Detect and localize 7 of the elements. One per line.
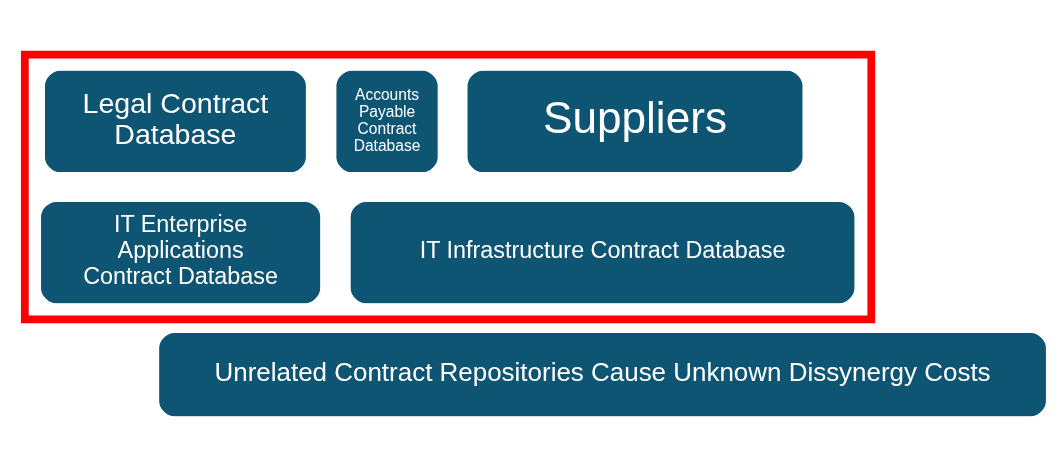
node-box: Legal Contract Database [43,69,308,173]
node-box: IT Infrastructure Contract Database [349,200,856,304]
node-box: Accounts Payable Contract Database [335,69,439,173]
node-box: IT Enterprise Applications Contract Database [39,200,322,304]
cluster [20,50,876,323]
node-box: Suppliers [466,69,804,173]
node-box: Unrelated Contract Repositories Cause Unknown Dissynergy Costs [157,331,1048,417]
